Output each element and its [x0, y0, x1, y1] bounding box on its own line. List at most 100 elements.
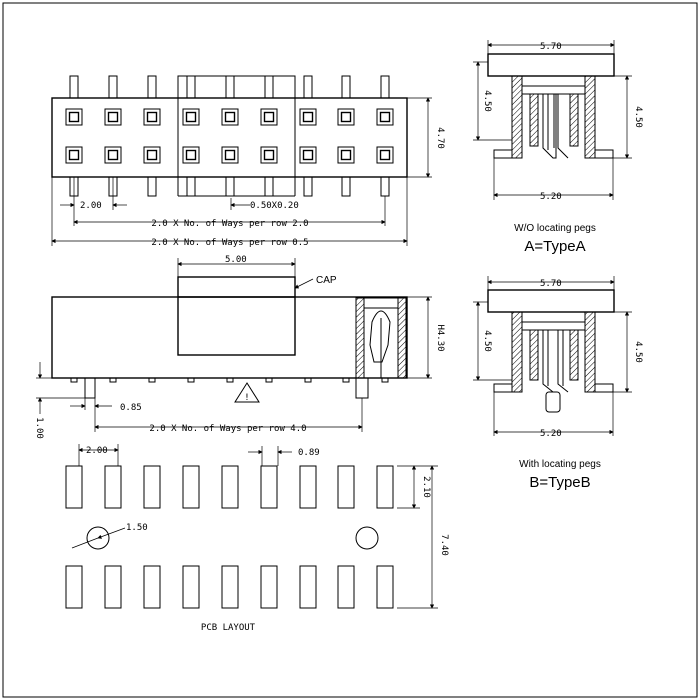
- locating-hole-right: [355, 526, 379, 550]
- pcb-pad-top: [299, 465, 317, 509]
- side-leg: [148, 377, 156, 383]
- pcb-layout: 2.00 0.89 2.10 7.40 1.50 PCB LAYOUT: [65, 444, 449, 633]
- top-view: 4.70 2.00 0.50X0.20 2.0 X No. of Ways pe…: [51, 75, 445, 248]
- pcb-pad-top: [104, 465, 122, 509]
- contact-cavity-inner: [146, 149, 158, 161]
- top-pin: [147, 75, 157, 99]
- dim-side-length-label: 2.0 X No. of Ways per row 4.0: [149, 424, 306, 434]
- dim-inner-length-label: 2.0 X No. of Ways per row 2.0: [151, 219, 308, 229]
- bottom-pin: [264, 176, 274, 197]
- pcb-pad-top: [221, 465, 239, 509]
- type-a-dim-bottom: 5.20: [540, 192, 562, 202]
- side-leg: [342, 377, 350, 383]
- side-leg: [226, 377, 234, 383]
- pcb-pads: [65, 465, 394, 609]
- bottom-pin: [225, 176, 235, 197]
- contact-cavity: [104, 146, 122, 164]
- contact-cavity-inner: [224, 111, 236, 123]
- type-b-dim-right: 4.50: [633, 341, 643, 363]
- type-b-view: 5.70 4.50 4.50 5.20 With locating pegs B…: [473, 276, 643, 491]
- svg-text:!: !: [244, 393, 249, 403]
- top-pin: [303, 75, 313, 99]
- contact-cavity: [299, 146, 317, 164]
- pcb-pad-bottom: [143, 565, 161, 609]
- side-leg: [265, 377, 273, 383]
- pcb-pad-top: [260, 465, 278, 509]
- contact-cavity-inner: [185, 111, 197, 123]
- type-b-dim-bottom: 5.20: [540, 429, 562, 439]
- pcb-pad-top: [337, 465, 355, 509]
- contact-cavity: [260, 108, 278, 126]
- contact-cavity-inner: [224, 149, 236, 161]
- pcb-pad-top: [143, 465, 161, 509]
- type-b-cap: [487, 289, 615, 313]
- pcb-pad-top: [65, 465, 83, 509]
- pcb-pad-bottom: [376, 565, 394, 609]
- contact-cavity-inner: [302, 111, 314, 123]
- pcb-span-label: 7.40: [439, 534, 449, 556]
- bottom-pin: [147, 176, 157, 197]
- pcb-pad-bottom: [221, 565, 239, 609]
- side-leg: [70, 377, 78, 383]
- bottom-pin: [341, 176, 351, 197]
- contact-cavity: [299, 108, 317, 126]
- dim-cap-label: 5.00: [225, 255, 247, 265]
- type-a-dim-left: 4.50: [482, 90, 492, 112]
- type-a-dim-top: 5.70: [540, 42, 562, 52]
- side-leg: [109, 377, 117, 383]
- side-leg: [187, 377, 195, 383]
- type-a-caption: W/O locating pegs: [514, 223, 596, 234]
- pcb-pad-bottom: [337, 565, 355, 609]
- type-b-caption: With locating pegs: [519, 459, 601, 470]
- side-view-body: [51, 296, 408, 379]
- pcb-pad-top: [182, 465, 200, 509]
- contact-cavity: [221, 146, 239, 164]
- dim-h-label: H4.30: [435, 324, 445, 351]
- top-view-pins: [65, 75, 394, 197]
- warning-triangle-icon: !: [234, 382, 260, 403]
- contact-cavity-inner: [107, 111, 119, 123]
- contact-cavity-inner: [379, 149, 391, 161]
- cap: [177, 276, 296, 356]
- top-pin: [380, 75, 390, 99]
- contact-cavity: [182, 146, 200, 164]
- contact-cavity-inner: [302, 149, 314, 161]
- contact-cavity: [143, 146, 161, 164]
- pcb-pad-bottom: [65, 565, 83, 609]
- contact-cavity-inner: [107, 149, 119, 161]
- contact-cavity-inner: [68, 111, 80, 123]
- contact-cavity-inner: [185, 149, 197, 161]
- contact-cavity: [65, 108, 83, 126]
- pcb-hole-label: 1.50: [126, 523, 148, 533]
- pcb-pad-top: [376, 465, 394, 509]
- contact-cavity: [182, 108, 200, 126]
- dim-peg-offset-label: 0.85: [120, 403, 142, 413]
- contact-cavity-inner: [379, 111, 391, 123]
- dim-leg-label: 1.00: [34, 417, 44, 439]
- locating-hole-left: [86, 526, 110, 550]
- contact-cavity: [260, 146, 278, 164]
- bottom-pin: [303, 176, 313, 197]
- cap-label: CAP: [316, 275, 337, 286]
- bottom-pin: [186, 176, 196, 197]
- pcb-pad-bottom: [104, 565, 122, 609]
- top-pin: [186, 75, 196, 99]
- dim-outer-length-label: 2.0 X No. of Ways per row 0.5: [151, 238, 308, 248]
- dim-pitch-label: 2.00: [80, 201, 102, 211]
- contact-cavity-inner: [340, 111, 352, 123]
- top-pin: [225, 75, 235, 99]
- type-a-view: 5.70 4.50 4.50 5.20 W/O locating pegs A=…: [473, 40, 643, 255]
- pcb-pad-bottom: [299, 565, 317, 609]
- contact-cavity: [337, 146, 355, 164]
- side-view: 5.00 CAP H4.30 ! 1.00: [34, 255, 445, 439]
- contact-cavity: [376, 146, 394, 164]
- contact-cavity-inner: [263, 111, 275, 123]
- side-leg: [381, 377, 389, 383]
- type-a-dim-right: 4.50: [633, 106, 643, 128]
- type-a-cap: [487, 53, 615, 77]
- top-pin: [341, 75, 351, 99]
- type-b-dim-left: 4.50: [482, 330, 492, 352]
- contact-cavity: [376, 108, 394, 126]
- type-b-label: B=TypeB: [529, 474, 590, 491]
